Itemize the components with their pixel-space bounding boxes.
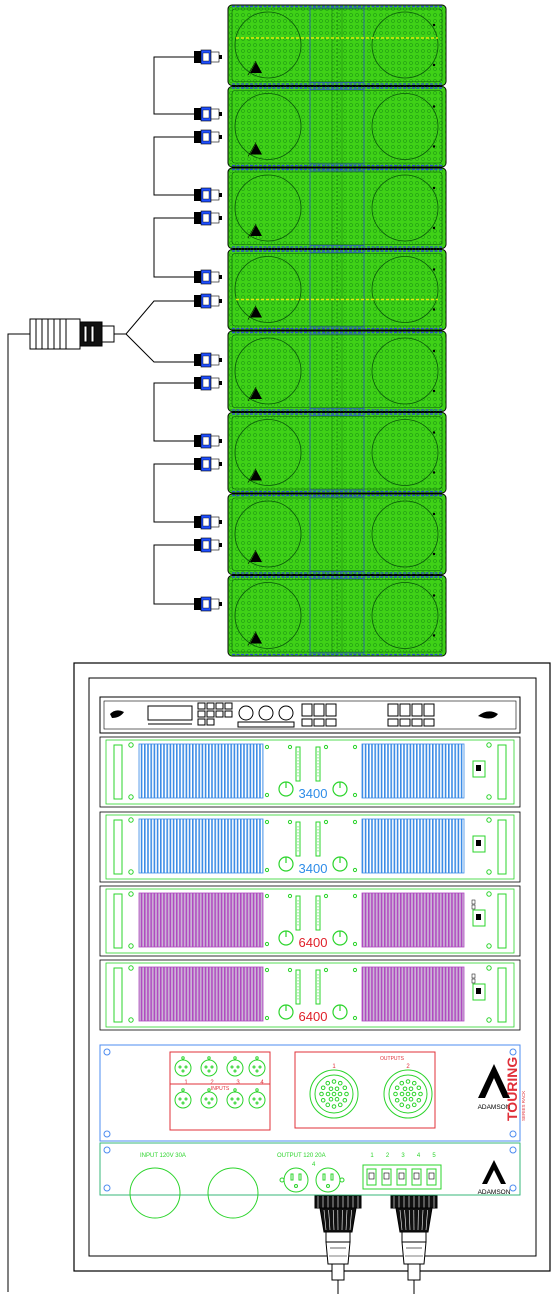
speaker-cabinet: [228, 5, 446, 86]
speaker-cabinet: [228, 168, 446, 249]
processor-unit: [100, 697, 520, 733]
rack-cable-glands: [315, 1196, 437, 1294]
amplifier-model-label: 6400: [299, 935, 328, 950]
cable-gland: [391, 1196, 437, 1294]
speaker-cabinet: [228, 413, 446, 494]
amplifier-1: 3400: [100, 737, 520, 807]
amplifier-model-label: 3400: [299, 861, 328, 876]
amplifier-2: 3400: [100, 812, 520, 882]
speaker-cabling: [154, 57, 194, 604]
speakon-connector: [194, 353, 222, 367]
svg-text:ADAMSON: ADAMSON: [478, 1189, 511, 1196]
speakon-connector: [194, 270, 222, 284]
power-output-label: OUTPUT 120 20A: [277, 1153, 326, 1159]
series-rack-label: SERIES RACK: [521, 1091, 526, 1121]
amplifiers: 3400 3400 6400 6400: [100, 737, 520, 1030]
speaker-cabinet: [228, 576, 446, 657]
speaker-cabinet: [228, 87, 446, 168]
speakon-connector: [194, 434, 222, 448]
amplifier-model-label: 6400: [299, 1009, 328, 1024]
speakon-connector: [194, 50, 222, 64]
speakon-connector: [194, 211, 222, 225]
line-array-speakers: [228, 5, 446, 656]
amplifier-4: 6400: [100, 960, 520, 1030]
power-input-label: INPUT 120V 30A: [140, 1153, 186, 1159]
io-outputs-label: OUTPUTS: [380, 1056, 405, 1062]
speakon-connector: [194, 538, 222, 552]
speakon-connectors: [194, 50, 222, 611]
speakon-connector: [194, 597, 222, 611]
speaker-cabinet: [228, 250, 446, 331]
speakon-connector: [194, 130, 222, 144]
cable-gland: [315, 1196, 361, 1294]
amplifier-3: 6400: [100, 886, 520, 956]
speakon-connector: [194, 376, 222, 390]
amplifier-model-label: 3400: [299, 786, 328, 801]
speakon-connector: [194, 188, 222, 202]
speakon-connector: [194, 294, 222, 308]
touring-series-label: TOURING: [504, 1057, 520, 1121]
io-inputs-label: INPUTS: [211, 1086, 230, 1092]
speaker-cabinet: [228, 494, 446, 575]
speakon-connector: [194, 107, 222, 121]
speakon-connector: [194, 457, 222, 471]
speaker-cabinet: [228, 331, 446, 412]
speakon-connector: [194, 515, 222, 529]
